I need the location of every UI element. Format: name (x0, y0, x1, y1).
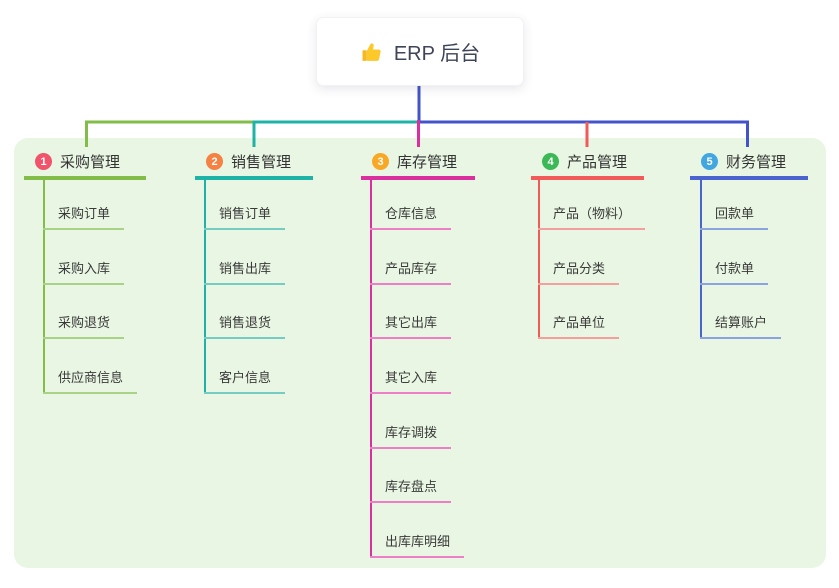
badge-3: 3 (372, 153, 389, 170)
branch-finance[interactable]: 5 财务管理 (690, 147, 808, 180)
node-other-outbound[interactable]: 其它出库 (370, 315, 452, 339)
connector-branch-sales (252, 120, 419, 147)
node-stock-count[interactable]: 库存盘点 (370, 479, 452, 503)
branch-sales[interactable]: 2 销售管理 (195, 147, 313, 180)
branch-inventory-label: 库存管理 (397, 154, 458, 171)
node-sales-return[interactable]: 销售退货 (204, 315, 286, 339)
node-settlement-account[interactable]: 结算账户 (700, 315, 782, 339)
node-product-material[interactable]: 产品（物料） (538, 206, 646, 230)
connector-branch-purchase (85, 120, 254, 147)
branch-inventory[interactable]: 3 库存管理 (361, 147, 475, 180)
node-payment-bill[interactable]: 付款单 (700, 261, 769, 285)
branch-finance-label: 财务管理 (726, 154, 787, 171)
node-purchase-return[interactable]: 采购退货 (43, 315, 125, 339)
badge-4: 4 (542, 153, 559, 170)
badge-5: 5 (701, 153, 718, 170)
node-product-category[interactable]: 产品分类 (538, 261, 620, 285)
badge-2: 2 (206, 153, 223, 170)
node-customer-info[interactable]: 客户信息 (204, 370, 286, 394)
branches-panel (14, 138, 826, 568)
node-purchase-order[interactable]: 采购订单 (43, 206, 125, 230)
branch-purchase[interactable]: 1 采购管理 (24, 147, 146, 180)
node-product-unit[interactable]: 产品单位 (538, 315, 620, 339)
node-outbound-detail[interactable]: 出库库明细 (370, 534, 465, 558)
node-sales-outbound[interactable]: 销售出库 (204, 261, 286, 285)
root-node-erp-backend[interactable]: ERP 后台 (316, 17, 524, 86)
node-receipt-bill[interactable]: 回款单 (700, 206, 769, 230)
branch-product[interactable]: 4 产品管理 (531, 147, 644, 180)
branch-product-label: 产品管理 (567, 154, 628, 171)
node-sales-order[interactable]: 销售订单 (204, 206, 286, 230)
node-other-inbound[interactable]: 其它入库 (370, 370, 452, 394)
node-product-stock[interactable]: 产品库存 (370, 261, 452, 285)
connector-bus-right (417, 120, 749, 147)
badge-1: 1 (35, 153, 52, 170)
node-purchase-inbound[interactable]: 采购入库 (43, 261, 125, 285)
node-supplier-info[interactable]: 供应商信息 (43, 370, 138, 394)
root-title: ERP 后台 (393, 43, 481, 65)
thumbs-up-icon (360, 40, 384, 64)
node-warehouse-info[interactable]: 仓库信息 (370, 206, 452, 230)
branch-purchase-label: 采购管理 (60, 154, 121, 171)
node-stock-transfer[interactable]: 库存调拨 (370, 425, 452, 449)
branch-sales-label: 销售管理 (231, 154, 292, 171)
